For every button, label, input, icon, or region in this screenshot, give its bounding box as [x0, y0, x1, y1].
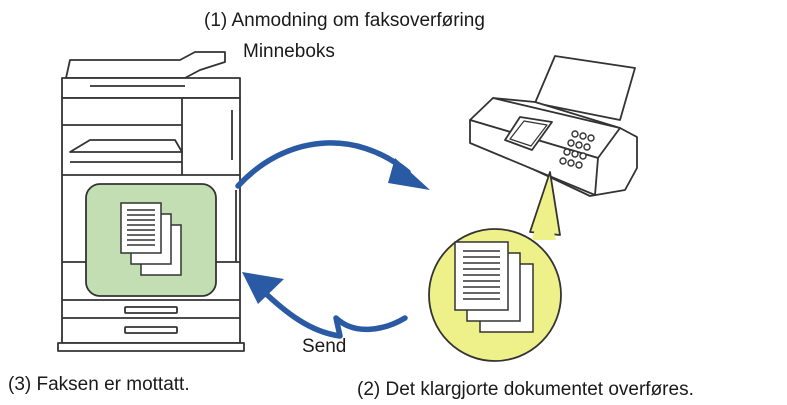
fax-received-label: (3) Faksen er mottatt.: [8, 374, 190, 395]
document-stack-icon: [120, 202, 182, 276]
fax-request-label: (1) Anmodning om faksoverføring: [204, 10, 485, 31]
keypad-icon: [559, 130, 595, 169]
request-arrow: [235, 140, 430, 190]
fax-machine-icon: [469, 55, 638, 197]
memory-box-label: Minneboks: [243, 41, 335, 62]
document-stack-icon: [454, 241, 534, 333]
document-transferred-label: (2) Det klargjorte dokumentet overføres.: [357, 379, 694, 400]
send-arrow: [242, 272, 408, 339]
send-label: Send: [302, 336, 347, 357]
